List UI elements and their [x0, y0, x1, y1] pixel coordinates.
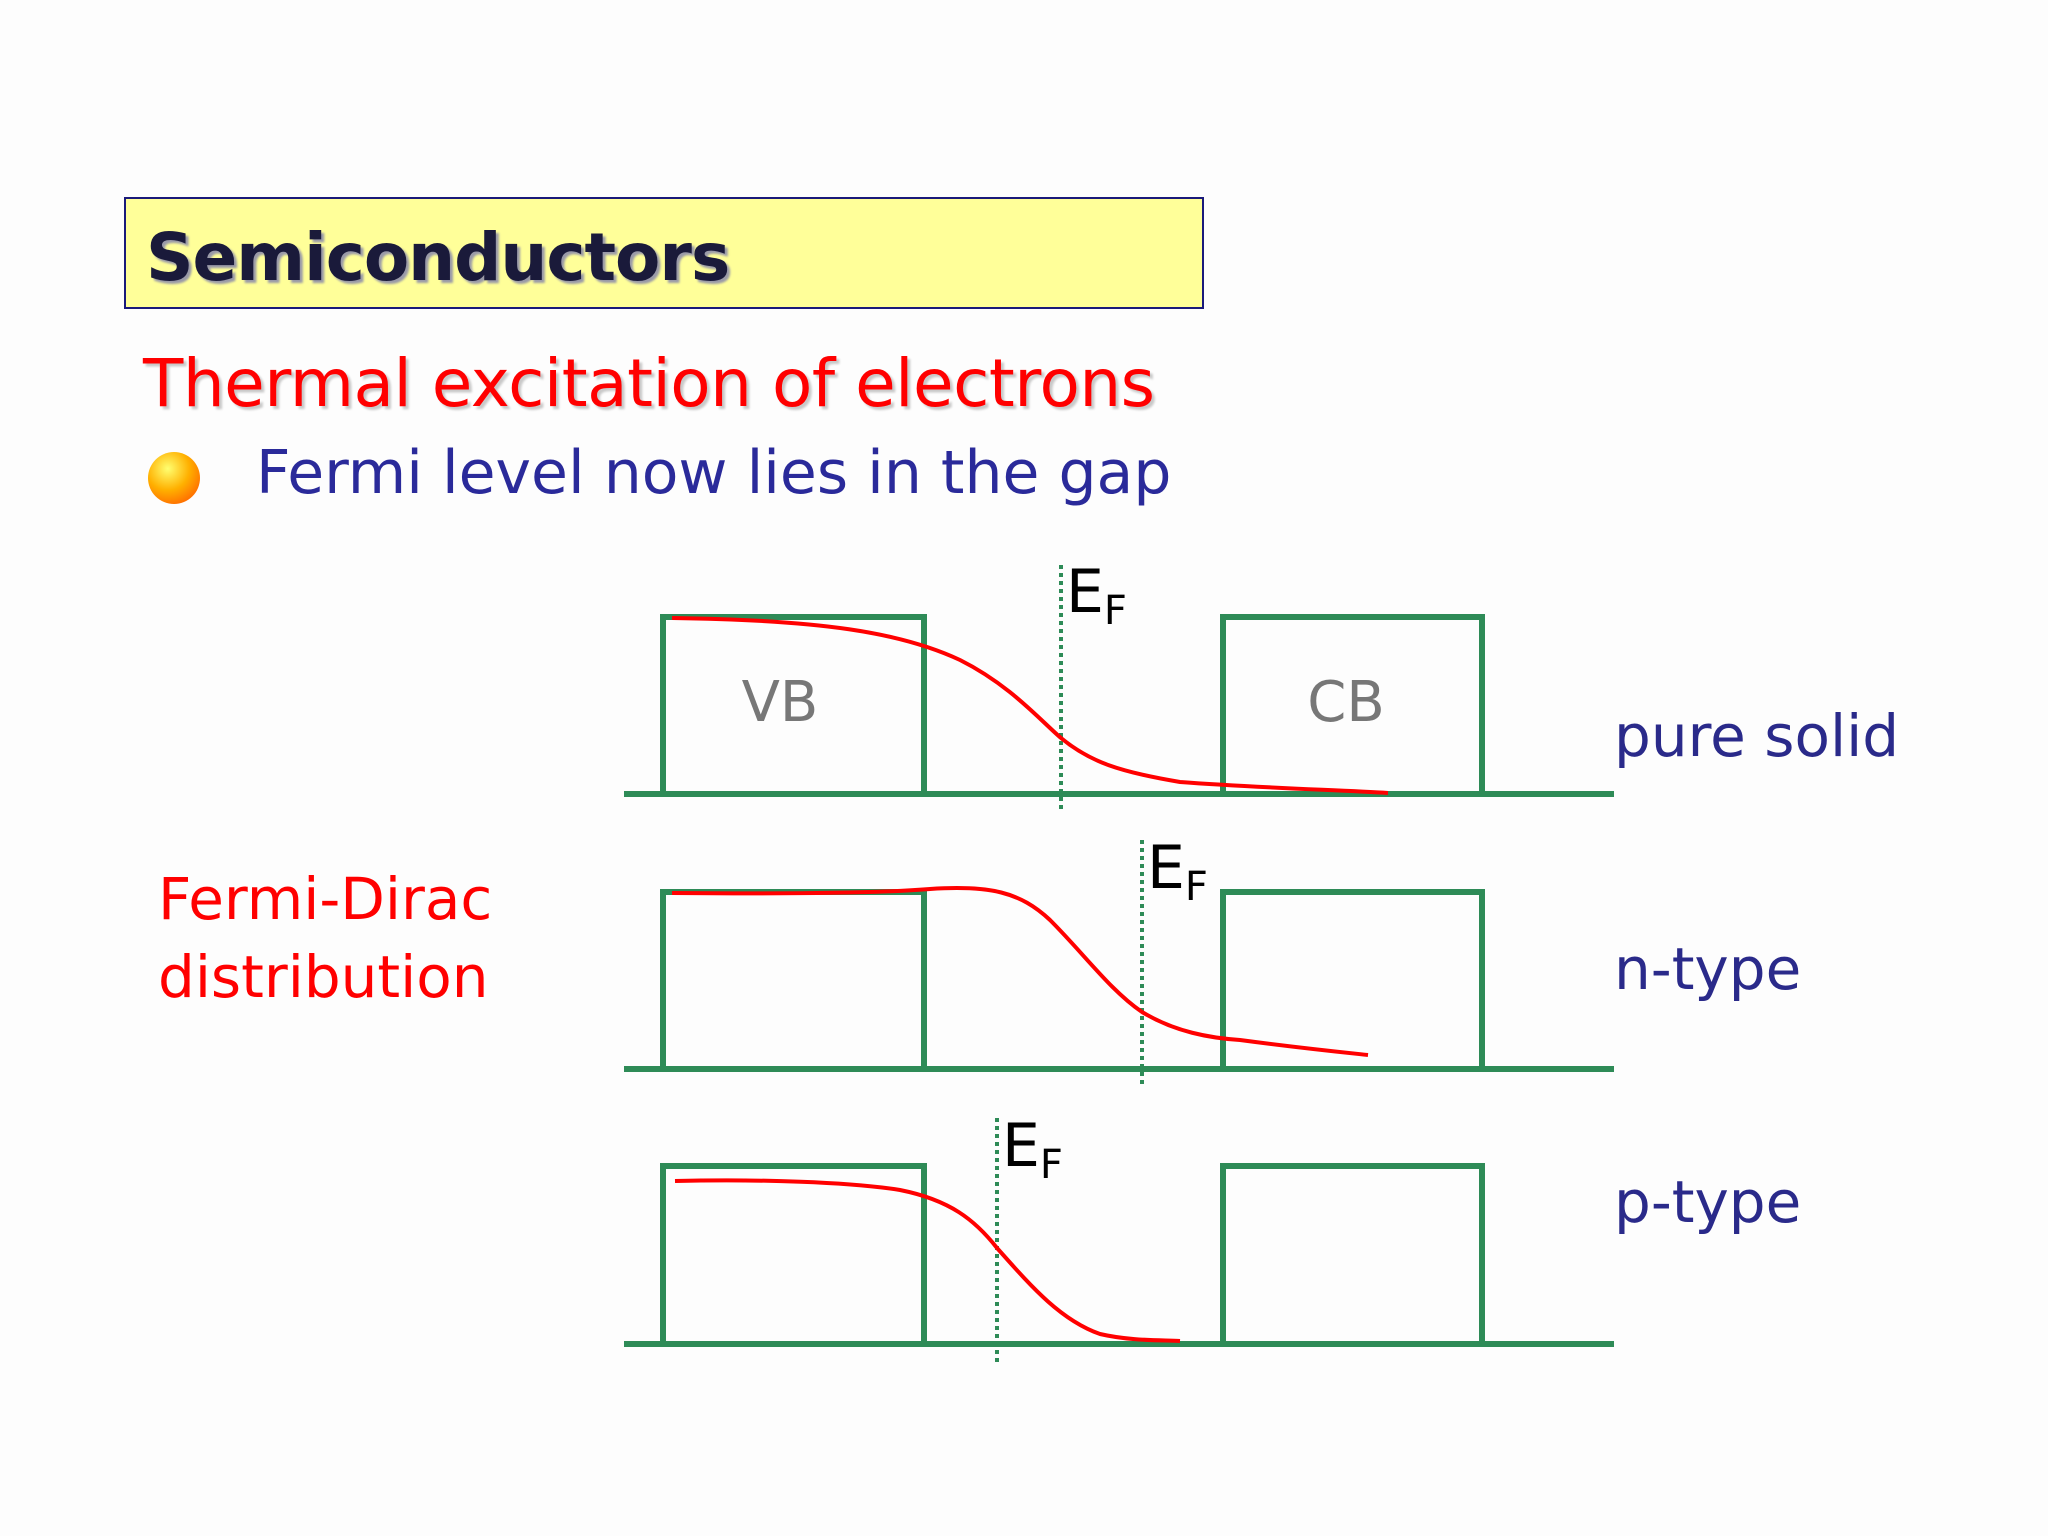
conduction-band-box: [1220, 1163, 1485, 1347]
row-label-p-type: p-type: [1614, 1168, 1802, 1236]
band-row-pure-solid: VB CB EF: [624, 557, 1614, 810]
valence-band-box: [660, 614, 927, 797]
fermi-level-label: EF: [1002, 1111, 1063, 1188]
row-label-pure-solid: pure solid: [1614, 702, 1900, 770]
fermi-label-main: E: [1066, 557, 1104, 627]
valence-band-label: VB: [742, 670, 819, 735]
fermi-level-label: EF: [1066, 557, 1127, 634]
fermi-label-sub: F: [1104, 588, 1127, 634]
valence-band-box: [660, 1163, 927, 1347]
fermi-label-sub: F: [1040, 1142, 1063, 1188]
band-row-p-type: EF: [624, 1111, 1614, 1362]
fermi-dirac-label: Fermi-Dirac distribution: [158, 860, 492, 1016]
bullet-text: Fermi level now lies in the gap: [256, 438, 1172, 508]
fermi-dirac-label-line1: Fermi-Dirac: [158, 865, 493, 933]
conduction-band-box: [1220, 889, 1485, 1072]
slide-subtitle: Thermal excitation of electrons: [143, 345, 1155, 422]
fermi-label-main: E: [1002, 1111, 1040, 1181]
fermi-dirac-curve: [671, 885, 1369, 1057]
title-box: Semiconductors: [124, 197, 1204, 309]
slide-title: Semiconductors: [146, 219, 730, 296]
bullet-dot-icon: [148, 452, 200, 504]
row-label-n-type: n-type: [1614, 935, 1802, 1003]
fermi-label-sub: F: [1185, 864, 1208, 910]
valence-band-box: [660, 889, 927, 1072]
conduction-band-label: CB: [1307, 670, 1385, 735]
band-row-n-type: EF: [624, 833, 1614, 1085]
conduction-band-box: [1220, 614, 1485, 797]
fermi-dirac-curve: [671, 616, 1389, 795]
fermi-dirac-curve: [674, 1178, 1181, 1343]
fermi-dirac-label-line2: distribution: [158, 943, 489, 1011]
fermi-label-main: E: [1147, 833, 1185, 903]
fermi-level-label: EF: [1147, 833, 1208, 910]
